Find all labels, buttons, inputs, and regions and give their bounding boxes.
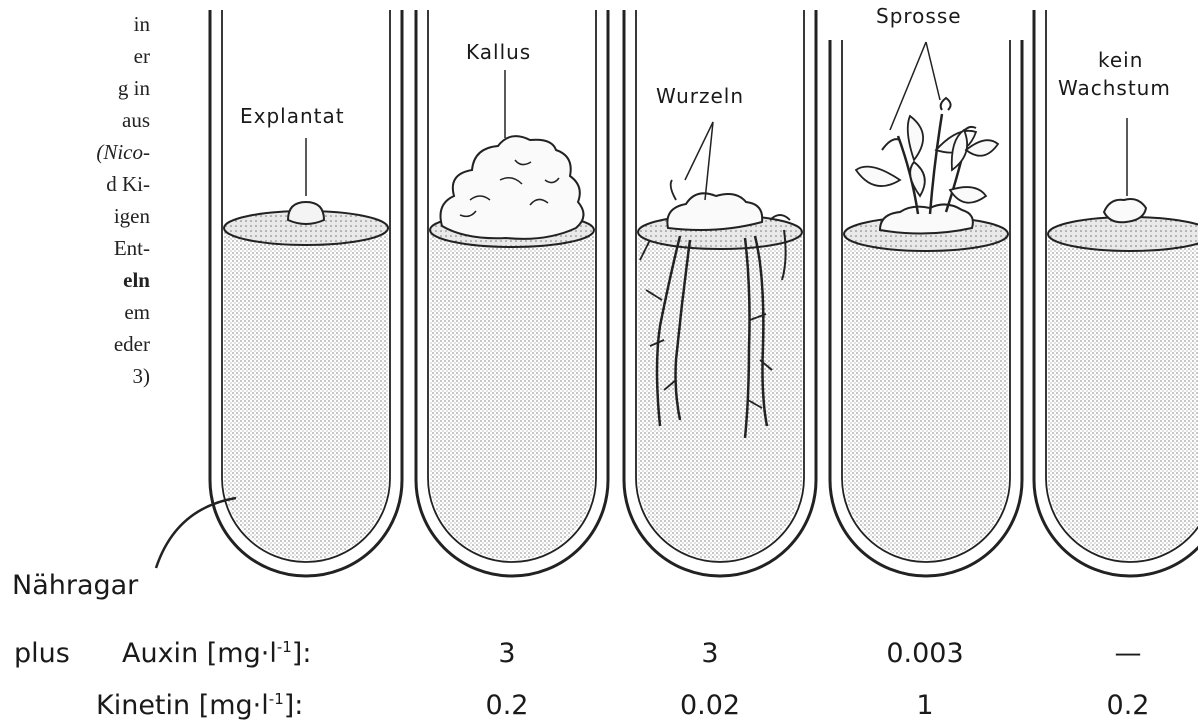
tube-kallus	[416, 10, 608, 576]
label-naehragar: Nähragar	[12, 570, 138, 601]
label-wachstum: Wachstum	[1058, 76, 1171, 100]
kinetin-value: 0.02	[680, 690, 740, 721]
auxin-value: —	[1115, 638, 1142, 669]
kinetin-value: 0.2	[486, 690, 529, 721]
tube-sprosse	[830, 40, 1022, 576]
label-kein: kein	[1098, 48, 1143, 72]
label-kallus: Kallus	[466, 40, 531, 64]
medium-pointer	[156, 498, 236, 568]
label-wurzeln: Wurzeln	[656, 84, 744, 108]
label-explantat: Explantat	[240, 104, 345, 128]
auxin-value: 0.003	[886, 638, 963, 669]
explant-no-growth	[1104, 199, 1146, 222]
label-sprosse: Sprosse	[876, 4, 962, 28]
row-plus-label: plus	[14, 638, 70, 669]
row-kinetin-label: Kinetin [mg·l-1]:	[96, 690, 303, 721]
kinetin-value: 0.2	[1107, 690, 1150, 721]
row-auxin-label: Auxin [mg·l-1]:	[122, 638, 311, 669]
kinetin-value: 1	[916, 690, 933, 721]
explant-piece	[288, 202, 324, 224]
tube-explantat	[210, 10, 402, 576]
auxin-value: 3	[701, 638, 718, 669]
auxin-value: 3	[498, 638, 515, 669]
callus-mass	[441, 136, 584, 239]
